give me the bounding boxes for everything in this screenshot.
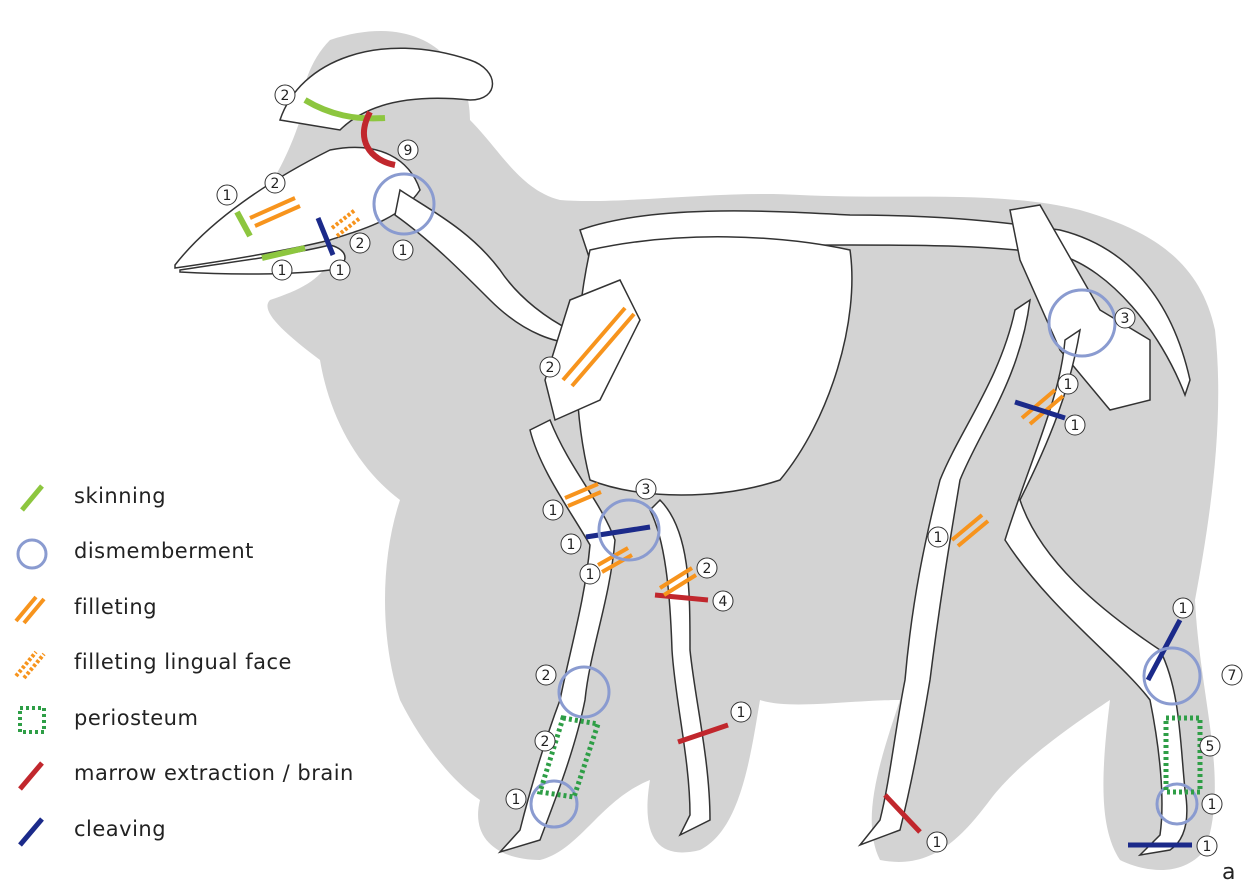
count-bubble-mandible: 1 <box>330 260 350 280</box>
count-label: 5 <box>1206 739 1215 755</box>
count-bubble-skull: 9 <box>398 140 418 160</box>
count-bubble-fetlock-front: 1 <box>506 789 526 809</box>
count-label: 1 <box>549 503 558 519</box>
count-bubble-scapula: 2 <box>540 357 560 377</box>
count-bubble-metatarsal: 5 <box>1200 736 1220 756</box>
count-bubble-horn-base: 2 <box>275 85 295 105</box>
count-bubble-atlas: 1 <box>393 240 413 260</box>
count-label: 1 <box>336 263 345 279</box>
count-bubble-mandible: 2 <box>350 233 370 253</box>
count-label: 1 <box>933 835 942 851</box>
count-label: 2 <box>281 88 290 104</box>
legend-label: filleting <box>74 595 157 619</box>
count-label: 1 <box>586 567 595 583</box>
legend-label: marrow extraction / brain <box>74 761 354 785</box>
legend-item-filleting-lingual: filleting lingual face <box>8 646 388 686</box>
count-bubble-tibia: 1 <box>928 527 948 547</box>
green-slash-icon <box>8 480 68 520</box>
red-slash-icon <box>8 757 68 797</box>
count-bubble-humerus: 1 <box>543 500 563 520</box>
count-bubble-elbow: 1 <box>561 534 581 554</box>
count-label: 9 <box>404 143 413 159</box>
count-bubble-radius-left: 2 <box>697 558 717 578</box>
count-label: 1 <box>737 705 746 721</box>
orange-dotted-double-slash-icon <box>8 646 68 686</box>
panel-letter: a <box>1222 860 1235 885</box>
blue-circle-icon <box>8 535 68 575</box>
count-bubble-carpal: 2 <box>536 665 556 685</box>
count-label: 2 <box>703 561 712 577</box>
count-label: 1 <box>1208 797 1217 813</box>
count-label: 2 <box>356 236 365 252</box>
legend-label: filleting lingual face <box>74 650 292 674</box>
legend-item-skinning: skinning <box>8 480 388 520</box>
count-bubble-tarsal: 1 <box>1173 598 1193 618</box>
navy-slash-icon <box>8 813 68 853</box>
count-label: 1 <box>934 530 943 546</box>
count-bubble-femur: 1 <box>1065 415 1085 435</box>
count-bubble-tarsal: 7 <box>1222 665 1242 685</box>
count-label: 1 <box>1071 418 1080 434</box>
count-label: 3 <box>1121 311 1130 327</box>
count-bubble-maxilla: 2 <box>265 173 285 193</box>
legend-label: cleaving <box>74 817 166 841</box>
count-label: 1 <box>512 792 521 808</box>
count-label: 1 <box>1064 377 1073 393</box>
count-bubble-hoof-hind: 1 <box>1197 836 1217 856</box>
legend-item-filleting: filleting <box>8 591 388 631</box>
green-dotted-square-icon <box>8 702 68 742</box>
count-label: 7 <box>1228 668 1237 684</box>
orange-double-slash-icon <box>8 591 68 631</box>
count-bubble-fetlock-hind: 1 <box>1202 794 1222 814</box>
count-label: 2 <box>542 668 551 684</box>
legend-item-periosteum: periosteum <box>8 702 388 742</box>
count-label: 1 <box>1203 839 1212 855</box>
count-bubble-elbow: 3 <box>636 479 656 499</box>
count-bubble-radius: 1 <box>580 564 600 584</box>
count-label: 3 <box>642 482 651 498</box>
count-bubble-metacarpal-left: 1 <box>731 702 751 722</box>
count-bubble-muzzle: 1 <box>217 185 237 205</box>
count-label: 1 <box>278 263 287 279</box>
count-bubble-metacarpal: 2 <box>535 731 555 751</box>
count-bubble-pelvis: 3 <box>1115 308 1135 328</box>
legend-item-marrow: marrow extraction / brain <box>8 757 388 797</box>
count-bubble-mandible-lower: 1 <box>272 260 292 280</box>
count-label: 1 <box>399 243 408 259</box>
count-bubble-radius-left: 4 <box>713 591 733 611</box>
count-label: 4 <box>719 594 728 610</box>
legend-label: skinning <box>74 484 166 508</box>
count-label: 1 <box>567 537 576 553</box>
count-label: 2 <box>271 176 280 192</box>
legend-label: dismemberment <box>74 539 254 563</box>
count-label: 2 <box>541 734 550 750</box>
count-label: 2 <box>546 360 555 376</box>
count-bubble-metatarsal-left: 1 <box>927 832 947 852</box>
legend-item-dismemberment: dismemberment <box>8 535 388 575</box>
count-label: 1 <box>223 188 232 204</box>
legend-label: periosteum <box>74 706 198 730</box>
count-label: 1 <box>1179 601 1188 617</box>
legend-item-cleaving: cleaving <box>8 813 388 853</box>
count-bubble-femur: 1 <box>1058 374 1078 394</box>
